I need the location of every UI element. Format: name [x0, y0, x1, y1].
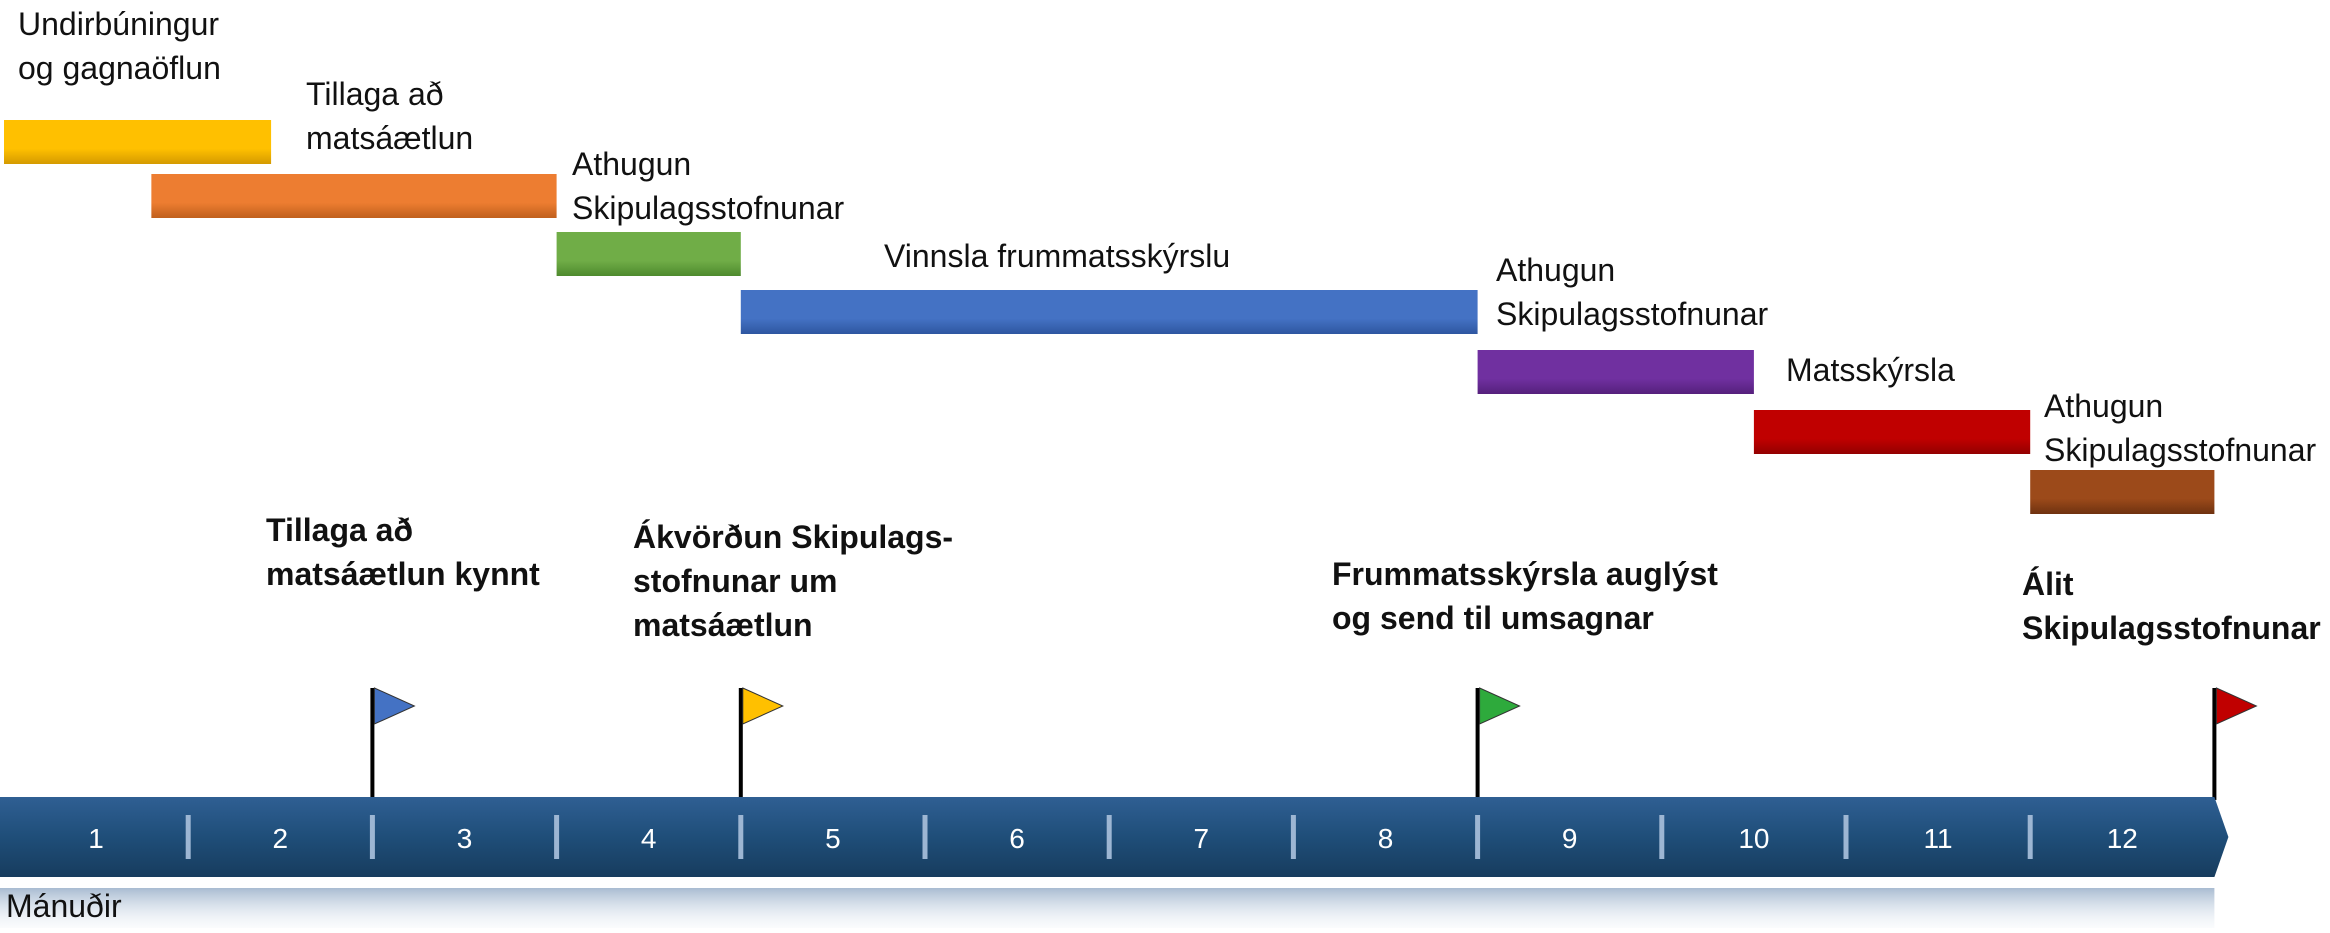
timeline-bar	[0, 797, 2229, 877]
phase-label: Tillaga að matsáætlun	[306, 76, 474, 156]
milestone-label: Tillaga að matsáætlun kynnt	[266, 512, 540, 592]
blue-flag-icon	[373, 687, 416, 725]
milestone-label: Álit Skipulagsstofnunar	[2022, 566, 2321, 646]
phase-bar	[1753, 410, 2031, 454]
phase-label: Vinnsla frummatsskýrslu	[884, 238, 1231, 274]
phase-label: Athugun Skipulagsstofnunar	[572, 146, 845, 226]
month-label: 1	[88, 823, 104, 854]
phase-bar	[556, 232, 741, 276]
month-label: 6	[1009, 823, 1025, 854]
milestone-label: Ákvörðun Skipulags- stofnunar um matsáæt…	[633, 519, 954, 643]
month-label: 4	[641, 823, 657, 854]
red-flag-icon	[2215, 687, 2258, 725]
month-label: 3	[457, 823, 473, 854]
phase-label: Matsskýrsla	[1786, 352, 1955, 388]
month-label: 11	[1924, 823, 1953, 854]
phase-label: Athugun Skipulagsstofnunar	[2044, 388, 2317, 468]
timeline-shadow	[0, 888, 2215, 928]
phase-bar	[740, 290, 1478, 334]
month-label: 12	[2107, 823, 2138, 854]
axis-caption: Mánuðir	[6, 888, 122, 924]
phase-bar	[1477, 350, 1754, 394]
month-label: 9	[1562, 823, 1578, 854]
month-label: 2	[273, 823, 289, 854]
phase-bar	[2030, 470, 2215, 514]
phase-bar	[4, 120, 272, 164]
milestone-label: Frummatsskýrsla auglýst og send til umsa…	[1332, 556, 1718, 636]
yellow-flag-icon	[742, 687, 785, 725]
month-label: 5	[825, 823, 841, 854]
month-label: 7	[1194, 823, 1210, 854]
phase-bar	[151, 174, 557, 218]
month-label: 10	[1738, 823, 1769, 854]
month-label: 8	[1378, 823, 1394, 854]
phase-label: Athugun Skipulagsstofnunar	[1496, 252, 1769, 332]
green-flag-icon	[1479, 687, 1521, 725]
phase-label: Undirbúningur og gagnaöflun	[18, 6, 221, 86]
